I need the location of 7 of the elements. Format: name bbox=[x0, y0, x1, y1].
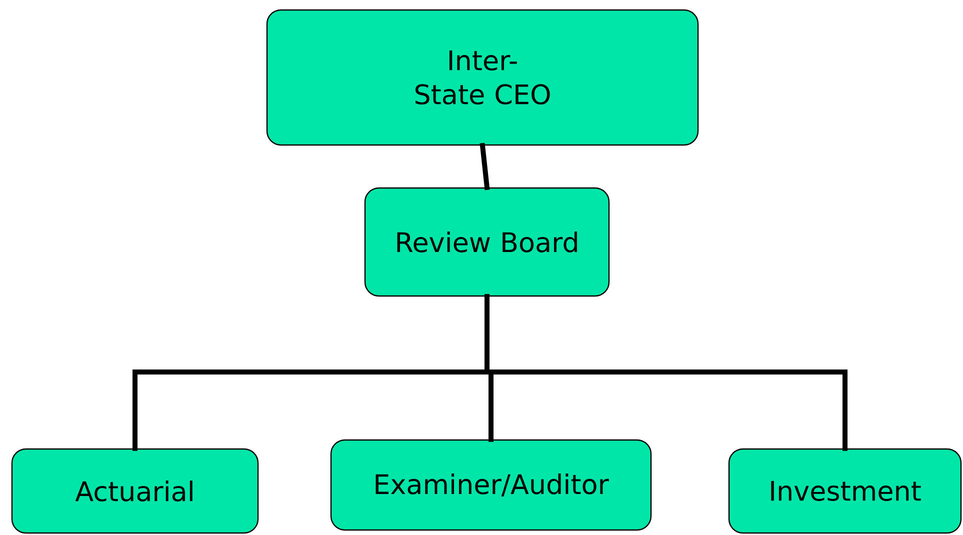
org-box: Investment bbox=[728, 448, 962, 534]
org-box: Inter-State CEO bbox=[266, 9, 699, 146]
org-box: Review Board bbox=[364, 187, 610, 297]
org-box: Examiner/Auditor bbox=[330, 439, 652, 531]
connector-line bbox=[484, 294, 848, 451]
org-box: Actuarial bbox=[11, 448, 259, 534]
connector-line bbox=[480, 143, 490, 190]
